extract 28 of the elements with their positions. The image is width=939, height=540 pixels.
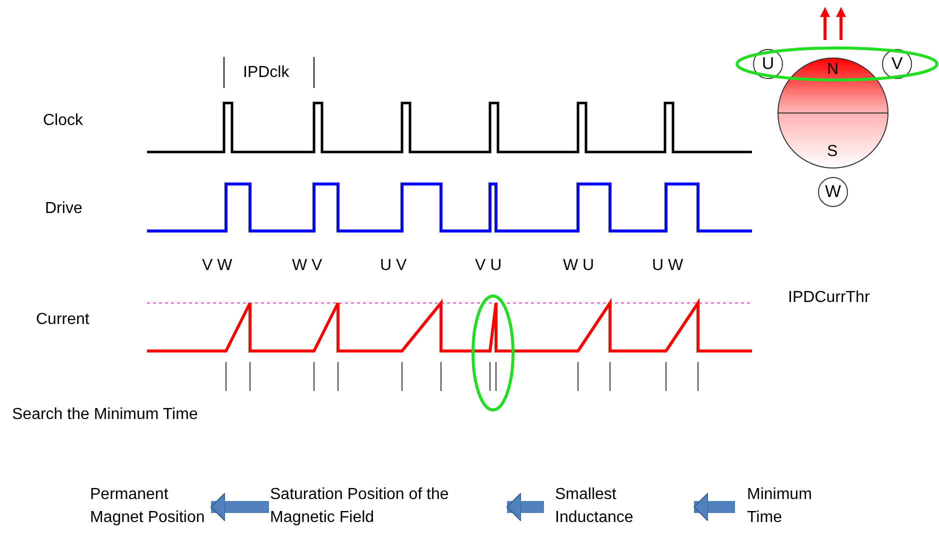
- phase-pair-label: U V: [380, 257, 407, 275]
- step-text: Permanent Magnet Position: [90, 485, 206, 528]
- phase-pair-label: V W: [202, 257, 232, 275]
- threshold-label: IPDCurrThr: [788, 289, 870, 307]
- phase-pair-label: W V: [292, 257, 322, 275]
- note-text: Search the Minimum Time: [12, 406, 198, 424]
- phase-letter: V: [891, 54, 903, 74]
- pole-label: N: [827, 61, 839, 79]
- phase-coil: [882, 49, 912, 79]
- pole-label: S: [827, 143, 838, 161]
- phase-letter: U: [762, 54, 774, 74]
- phase-pair-label: V U: [475, 257, 502, 275]
- period-label: IPDclk: [243, 64, 290, 82]
- block-arrow: [506, 492, 544, 522]
- step-text: Minimum Time: [747, 485, 813, 528]
- step-text: Saturation Position of the Magnetic Field: [270, 485, 450, 528]
- rotor-magnet: [777, 57, 889, 169]
- block-arrow: [210, 492, 269, 522]
- phase-pair-label: W U: [563, 257, 594, 275]
- phase-pair-label: U W: [652, 257, 684, 275]
- phase-coil: [818, 177, 848, 207]
- phase-coil: [753, 49, 783, 79]
- signal-name: Drive: [45, 200, 82, 218]
- block-arrow: [694, 492, 735, 522]
- signal-name: Current: [36, 311, 90, 329]
- phase-letter: W: [824, 182, 842, 202]
- signal-name: Clock: [43, 112, 84, 130]
- step-text: Smallest Inductance: [555, 485, 634, 528]
